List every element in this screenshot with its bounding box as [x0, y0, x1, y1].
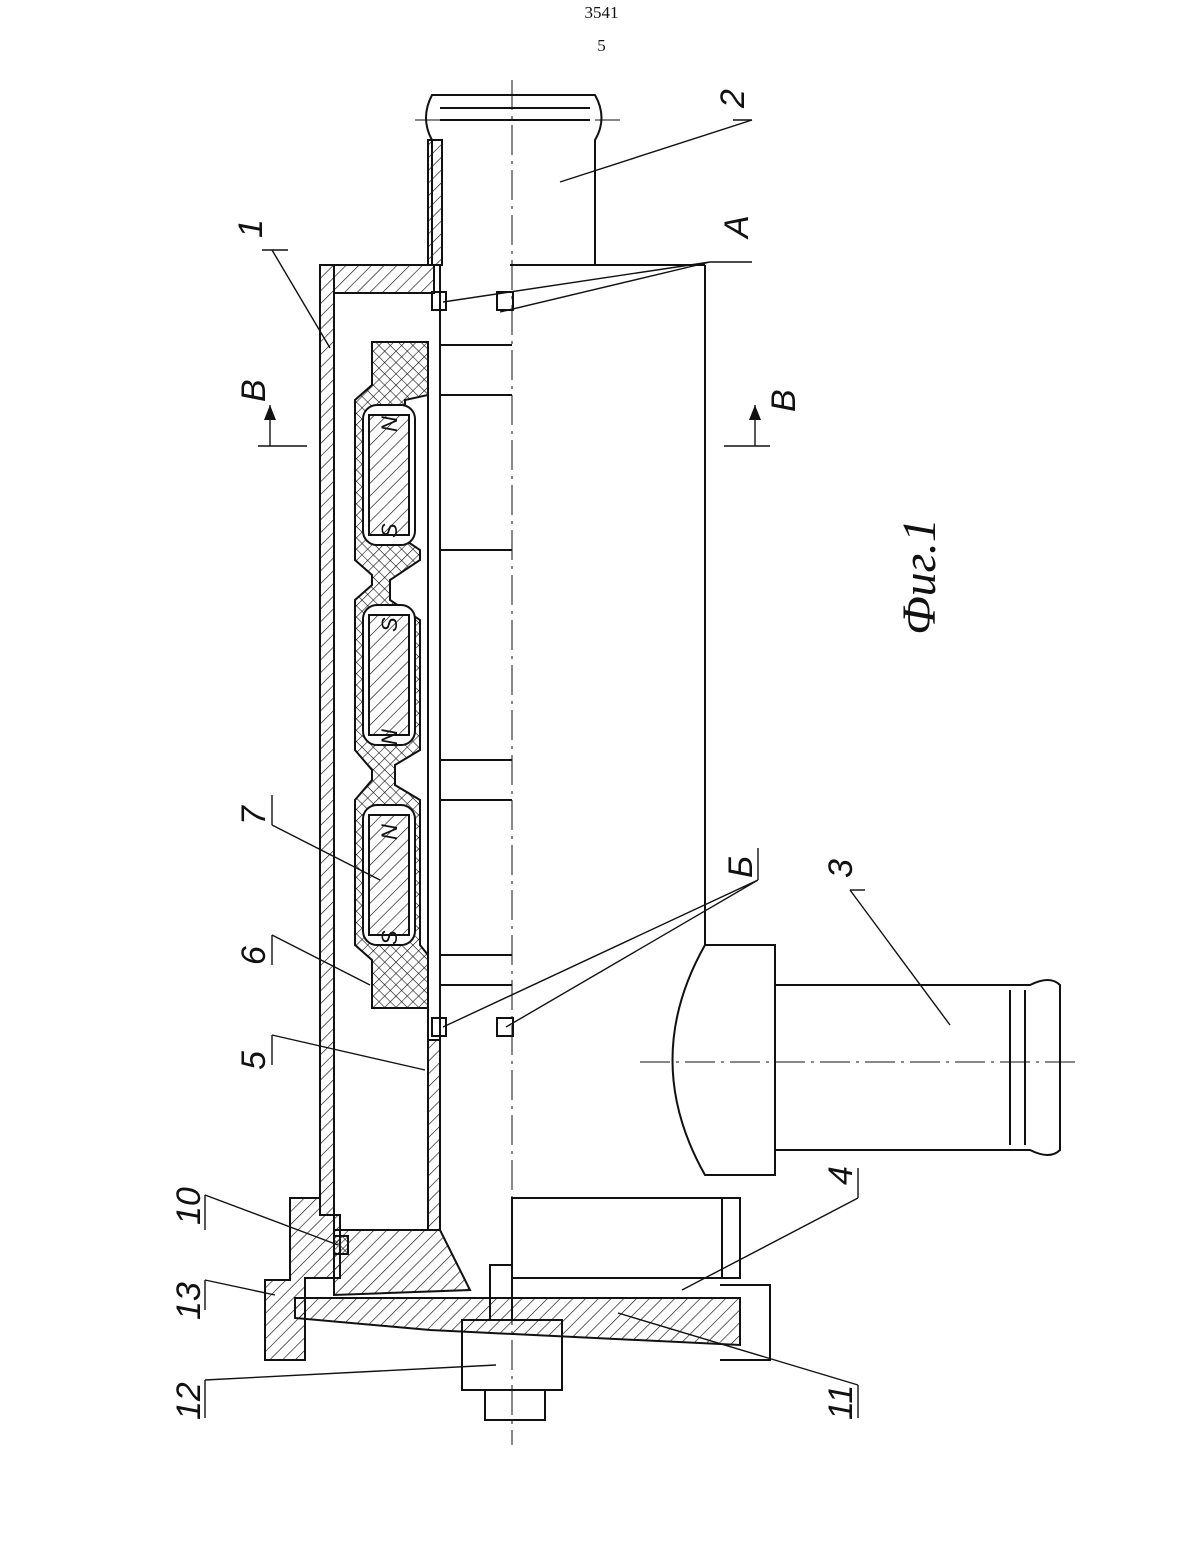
section-mark-a: A: [718, 215, 756, 240]
callout-10: 10: [170, 1187, 208, 1225]
pole-label: N: [377, 824, 402, 840]
callout-4: 4: [822, 1166, 860, 1185]
callout-2: 2: [714, 89, 752, 109]
callout-13: 13: [170, 1282, 208, 1320]
section-mark-v-bottom: B: [765, 389, 803, 412]
callout-11: 11: [822, 1385, 860, 1420]
housing-wall: [320, 265, 334, 1215]
callout-3: 3: [822, 859, 860, 878]
housing-top-cap: [334, 265, 434, 293]
callout-12: 12: [170, 1382, 208, 1420]
pole-label: S: [377, 523, 402, 538]
part-4: [512, 1198, 722, 1278]
plate-11: [295, 1298, 740, 1345]
callout-7: 7: [235, 805, 273, 825]
pole-label: S: [377, 617, 402, 632]
figure-caption: Фиг.1: [893, 518, 946, 635]
callout-1: 1: [232, 219, 270, 238]
cover-part: [334, 1230, 470, 1295]
pole-label: N: [377, 729, 402, 745]
section-mark-b-cyr: Б: [722, 856, 760, 878]
callout-6: 6: [235, 946, 273, 965]
pipe-3: [775, 980, 1060, 1155]
callout-5: 5: [235, 1051, 273, 1070]
pole-label: S: [377, 930, 402, 945]
pole-label: N: [377, 416, 402, 432]
section-mark-v-top: B: [235, 379, 273, 402]
pipe-3-dome: [673, 945, 776, 1175]
